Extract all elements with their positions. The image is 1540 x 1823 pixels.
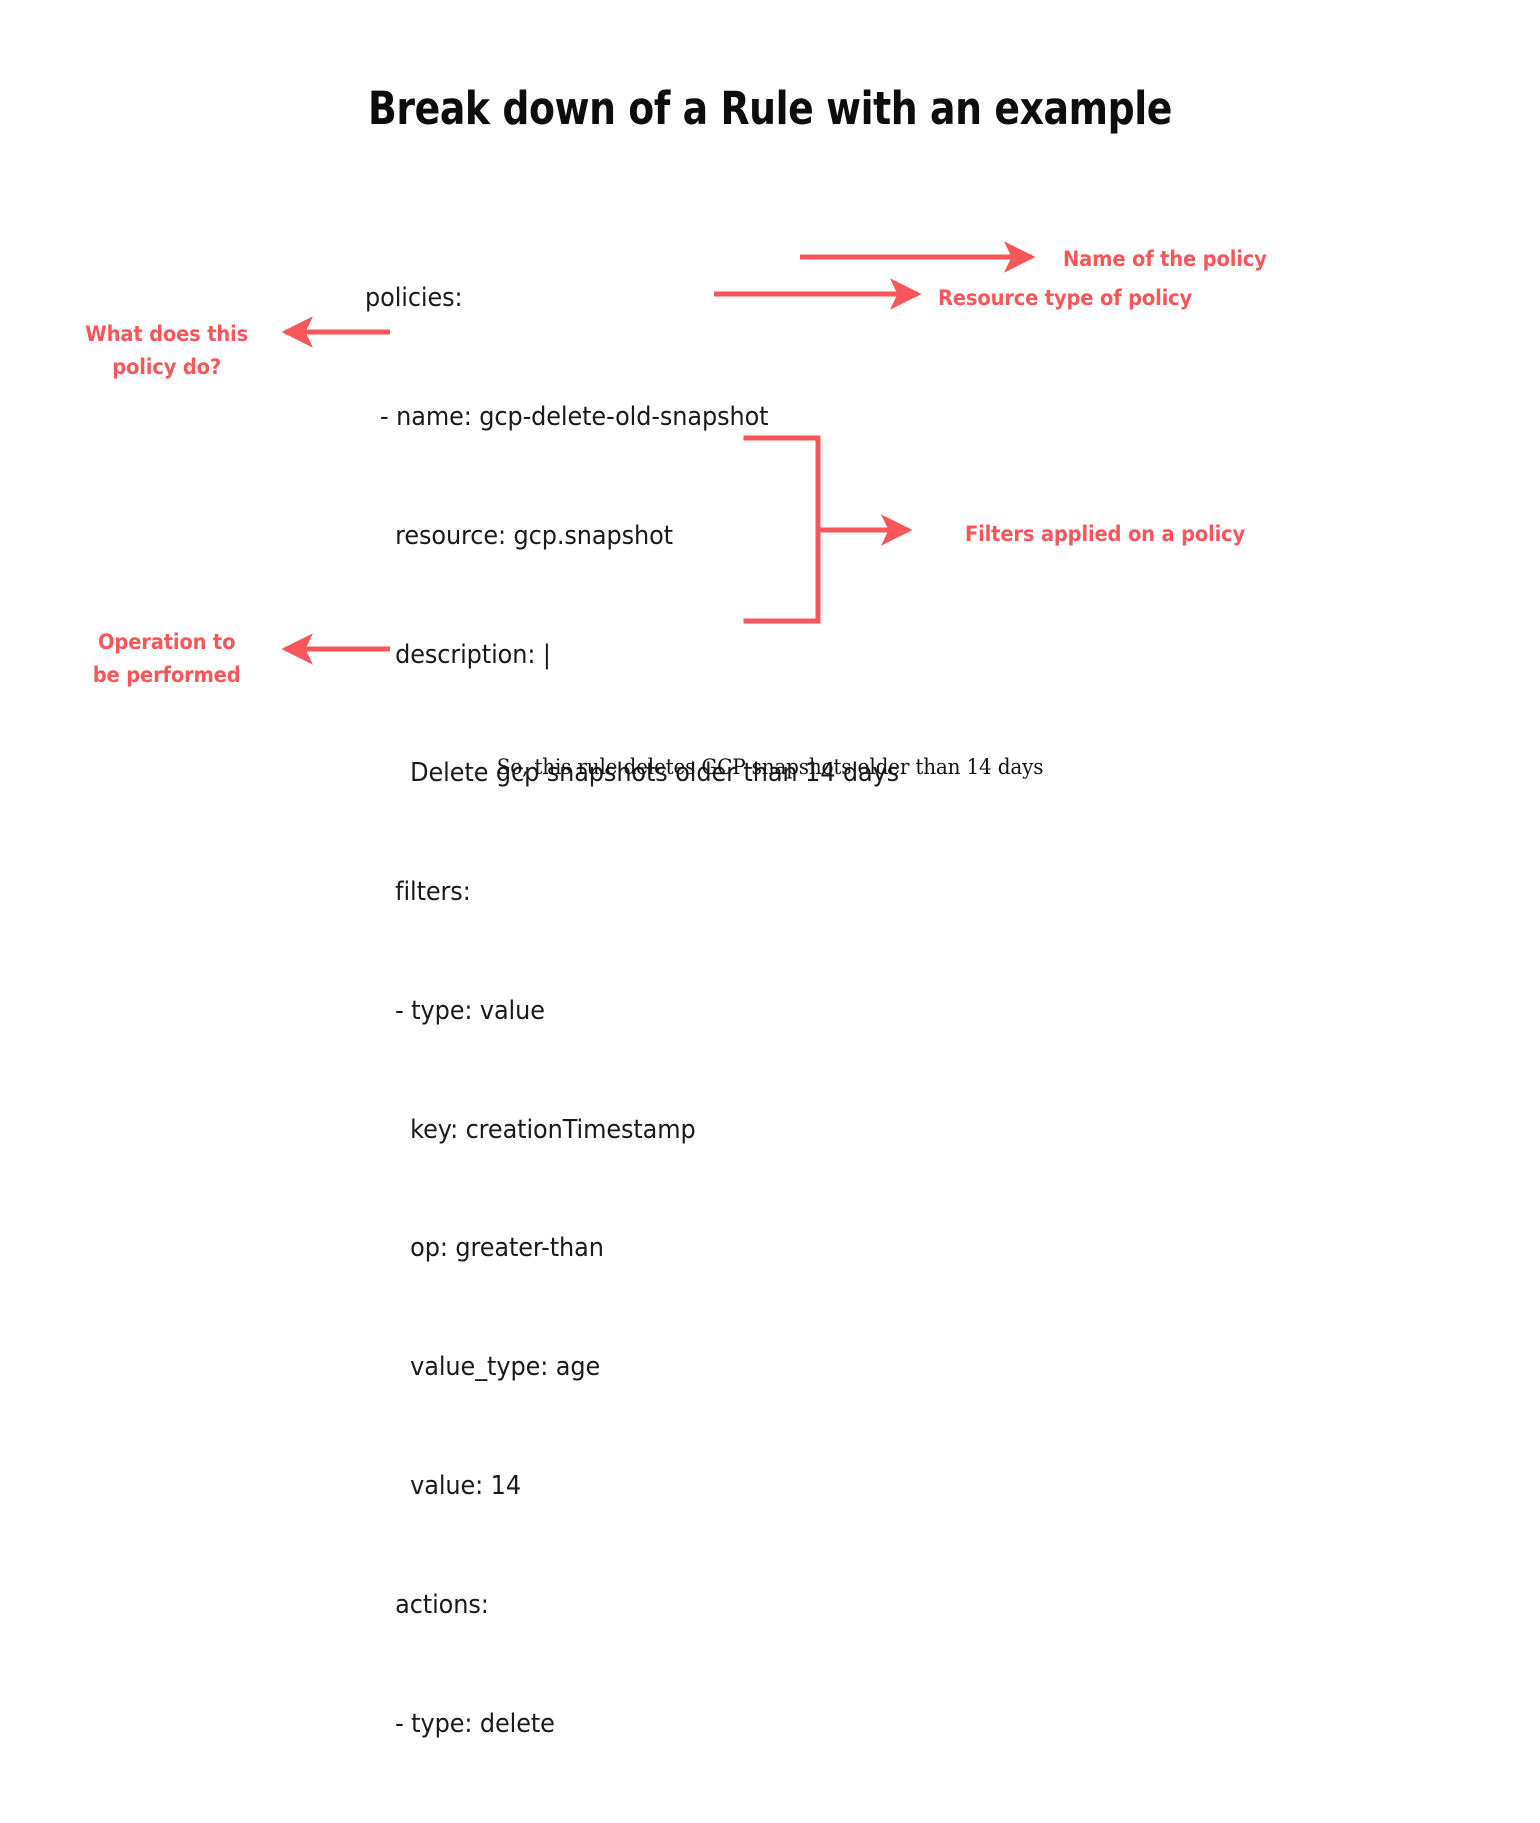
- yaml-code-block: policies: - name: gcp-delete-old-snapsho…: [365, 200, 899, 1823]
- annotation-label-filters: Filters applied on a policy: [965, 522, 1246, 546]
- annotation-label-resource: Resource type of policy: [938, 286, 1193, 310]
- yaml-line: - type: delete: [365, 1708, 555, 1739]
- yaml-line: actions:: [365, 1589, 489, 1620]
- yaml-line: key: creationTimestamp: [365, 1114, 696, 1145]
- yaml-line: op: greater-than: [365, 1233, 604, 1264]
- page-title: Break down of a Rule with an example: [368, 82, 1172, 135]
- yaml-line: value: 14: [365, 1471, 521, 1501]
- annotation-label-actions: Operation to be performed: [92, 630, 241, 687]
- slide-canvas: Break down of a Rule with an example pol…: [85, 82, 1267, 1739]
- yaml-line: - name: gcp-delete-old-snapshot: [365, 401, 769, 432]
- yaml-line: description: |: [365, 639, 551, 670]
- annotation-label-name: Name of the policy: [1063, 247, 1267, 271]
- annotation-label-description: What does this policy do?: [85, 322, 249, 379]
- yaml-line: policies:: [365, 283, 463, 314]
- yaml-line: value_type: age: [365, 1352, 601, 1383]
- yaml-line: - type: value: [365, 995, 545, 1026]
- summary-caption: So, this rule deletes GCP snapshots olde…: [496, 755, 1044, 780]
- yaml-line: resource: gcp.snapshot: [365, 520, 673, 551]
- yaml-line: filters:: [365, 877, 471, 908]
- yaml-line: Delete gcp snapshots older than 14 days: [365, 758, 900, 789]
